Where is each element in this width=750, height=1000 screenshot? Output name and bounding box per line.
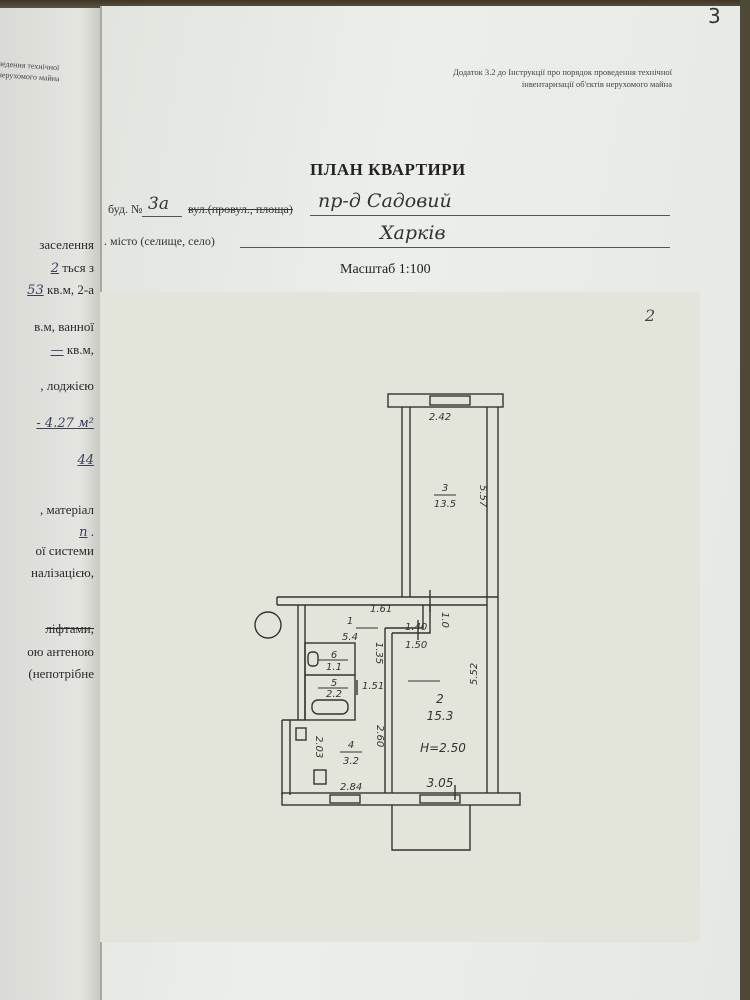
room-1-area: 5.4	[342, 632, 358, 643]
left-page: ...ведення технічної ...нерухомого майна	[0, 8, 100, 1000]
room4-width: 2.84	[340, 782, 362, 793]
room2-width: 3.05	[427, 776, 454, 790]
hall-right: 1.0	[439, 612, 450, 628]
page-edge	[740, 0, 750, 1000]
page-number: 3	[708, 4, 721, 28]
handwritten-value: 2	[50, 261, 59, 276]
room3-length: 5.57	[477, 485, 488, 508]
room-2-number: 2	[436, 692, 444, 706]
sink-icon	[295, 727, 307, 741]
street-value: пр-д Садовий	[318, 190, 452, 212]
printed-text: заселення	[39, 237, 94, 252]
window	[419, 794, 461, 804]
room-6-number: 6	[331, 650, 337, 661]
room-4-number: 4	[348, 740, 354, 751]
wall-right	[486, 407, 499, 793]
stove-icon	[313, 769, 327, 785]
hall-mid: 1.50	[405, 640, 427, 651]
wall-mid	[276, 596, 498, 606]
room-6-area: 1.1	[326, 662, 342, 673]
printed-text: , лоджією	[40, 378, 94, 393]
left-page-line: , матеріал	[0, 502, 94, 518]
balcony	[391, 805, 471, 851]
left-page-line: ої системи	[0, 543, 95, 559]
printed-text: , матеріал	[39, 502, 94, 517]
room-3-area: 13.5	[434, 499, 456, 510]
handwritten-value: 44	[77, 453, 94, 468]
ceiling-height: H=2.50	[420, 741, 466, 755]
printed-text: (непотрібне	[28, 666, 94, 681]
printed-text: .	[90, 524, 94, 539]
room4-side: 2.03	[313, 736, 324, 758]
street-underline	[310, 215, 670, 216]
left-page-line: ліфтами,	[0, 621, 94, 637]
room-5-number: 5	[331, 678, 337, 689]
document-title: ПЛАН КВАРТИРИ	[310, 160, 466, 179]
left-page-line: заселення	[0, 237, 94, 253]
handwritten-value: 53	[27, 283, 44, 298]
room-3-number: 3	[442, 483, 448, 494]
room3-width: 2.42	[429, 412, 451, 423]
printed-text: ою антеною	[27, 644, 94, 659]
building-number: 3а	[148, 194, 169, 214]
printed-text: кв.м,	[66, 342, 94, 357]
left-page-line: — кв.м,	[0, 342, 94, 358]
toilet-icon	[307, 651, 319, 667]
city-value: Харків	[380, 222, 446, 244]
window	[429, 395, 471, 406]
room4-length: 2.60	[374, 725, 385, 747]
hall-top: 1.40	[405, 622, 427, 633]
left-page-line: п .	[0, 524, 94, 540]
room-4-area: 3.2	[343, 756, 359, 767]
city-label: . місто (селище, село)	[104, 234, 215, 248]
left-page-line: 53 кв.м, 2-а	[0, 282, 94, 298]
appendix-line: інвентаризації об'єктів нерухомого майна	[521, 79, 672, 89]
bath-width: 1.51	[362, 681, 384, 692]
left-page-line: , лоджією	[0, 378, 94, 394]
left-page-line: в.м, ванної	[0, 319, 94, 335]
appendix-line: Додаток 3.2 до Інструкції про порядок пр…	[453, 67, 672, 77]
bathroom	[304, 642, 356, 721]
left-page-line: налізацією,	[0, 565, 94, 581]
room2-length: 5.52	[469, 663, 480, 685]
street-label: вул.(провул., площа)	[188, 202, 293, 216]
left-page-line: - 4.27 м²	[0, 415, 94, 431]
printed-text: налізацією,	[31, 565, 94, 580]
wall-bottom	[281, 792, 521, 806]
bathtub-icon	[311, 699, 349, 715]
printed-text: в.м, ванної	[34, 319, 94, 334]
wall-room3-left	[401, 407, 411, 597]
hall-width: 1.35	[373, 642, 384, 664]
left-page-line: ою антеною	[0, 644, 94, 660]
scale-label: Масштаб 1:100	[340, 262, 431, 277]
left-page-line: (непотрібне	[0, 666, 94, 682]
room-2-area: 15.3	[427, 709, 454, 723]
printed-text: ої системи	[35, 543, 95, 558]
building-label: буд. №	[108, 202, 143, 216]
handwritten-value: —	[50, 343, 64, 358]
handwritten-value: п	[79, 525, 88, 540]
handwritten-value: - 4.27 м²	[36, 416, 94, 431]
printed-text: ліфтами,	[45, 621, 94, 636]
sheet-number: 2	[645, 306, 656, 325]
printed-text: кв.м, 2-а	[46, 282, 94, 297]
wall-top	[387, 393, 504, 408]
hall-length: 1.61	[370, 604, 392, 615]
left-page-line: 44	[0, 452, 94, 468]
appendix-note: Додаток 3.2 до Інструкції про порядок пр…	[453, 66, 672, 90]
wall-left	[281, 605, 306, 795]
left-page-line: 2 ться з	[0, 260, 94, 276]
entrance-marker	[254, 611, 282, 639]
city-underline	[240, 247, 670, 248]
plan-area	[100, 292, 700, 942]
window	[329, 794, 361, 804]
room-1-number: 1	[347, 616, 353, 627]
printed-text: ться з	[62, 260, 94, 275]
partition	[384, 605, 431, 793]
room-5-area: 2.2	[326, 689, 342, 700]
